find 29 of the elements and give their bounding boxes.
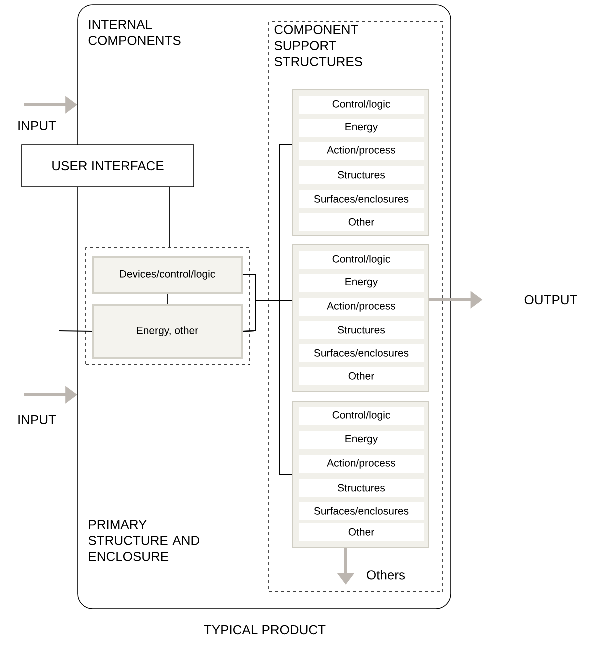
component-box: Energy, other: [92, 304, 243, 359]
cell-box: Surfaces/enclosures: [299, 190, 424, 208]
cell-box: Surfaces/enclosures: [299, 502, 424, 520]
cell-box: Other: [299, 523, 424, 541]
cell-box: Other: [299, 367, 424, 385]
cell-box: Energy: [299, 431, 424, 449]
component-box: Devices/control/logic: [92, 256, 243, 294]
cell-box: Action/process: [299, 142, 424, 160]
caption: TYPICAL PRODUCT: [204, 625, 326, 635]
edge-label: INPUT: [18, 121, 56, 131]
connector-line: [58, 330, 92, 332]
cell-box: Energy: [299, 274, 424, 292]
connector-line: [167, 294, 168, 304]
cell-box: Control/logic: [299, 251, 424, 269]
edge-label: Others: [367, 570, 406, 580]
cell-box: Other: [299, 213, 424, 231]
edge-label: INPUT: [18, 415, 56, 425]
cell-box: Control/logic: [299, 96, 424, 114]
cell-box: Action/process: [299, 298, 424, 316]
cell-box: Structures: [299, 321, 424, 339]
cell-box: Energy: [299, 119, 424, 137]
cell-box: Structures: [299, 166, 424, 184]
cell-box: Structures: [299, 479, 424, 497]
cell-box: Action/process: [299, 455, 424, 473]
group-box: [86, 248, 250, 366]
cell-box: Control/logic: [299, 407, 424, 425]
interface-box: USER INTERFACE: [22, 144, 194, 188]
output-label: OUTPUT: [524, 295, 578, 305]
cell-box: Surfaces/enclosures: [299, 344, 424, 362]
